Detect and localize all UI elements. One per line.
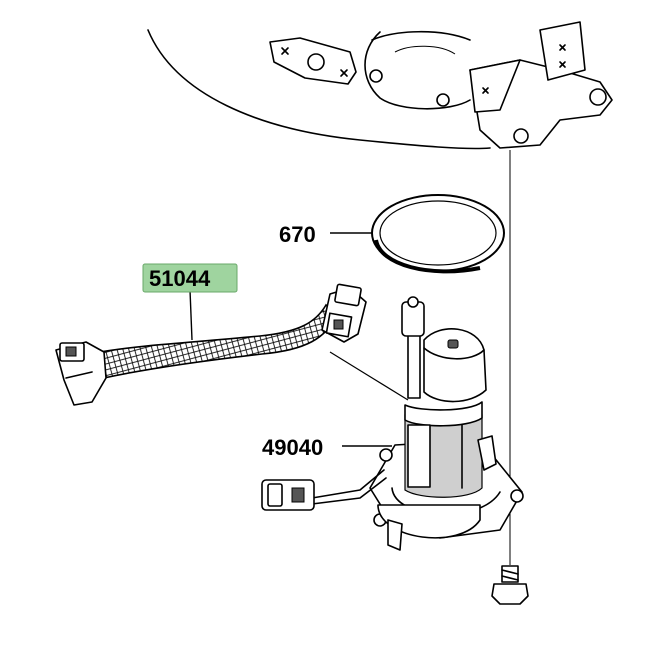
- label-670[interactable]: 670: [279, 222, 316, 247]
- fuel-pump-49040: [261, 296, 524, 551]
- wire-harness-51044: [55, 283, 367, 406]
- fuel-tank-outline: [147, 21, 613, 150]
- label-49040[interactable]: 49040: [262, 435, 323, 460]
- o-ring-670: [371, 194, 505, 274]
- label-51044[interactable]: 51044: [149, 266, 211, 291]
- mounting-bolt: [491, 565, 529, 605]
- leader-51044: [189, 289, 193, 341]
- highlight-box-51044: [142, 263, 238, 293]
- harness-connect-line: [329, 351, 409, 401]
